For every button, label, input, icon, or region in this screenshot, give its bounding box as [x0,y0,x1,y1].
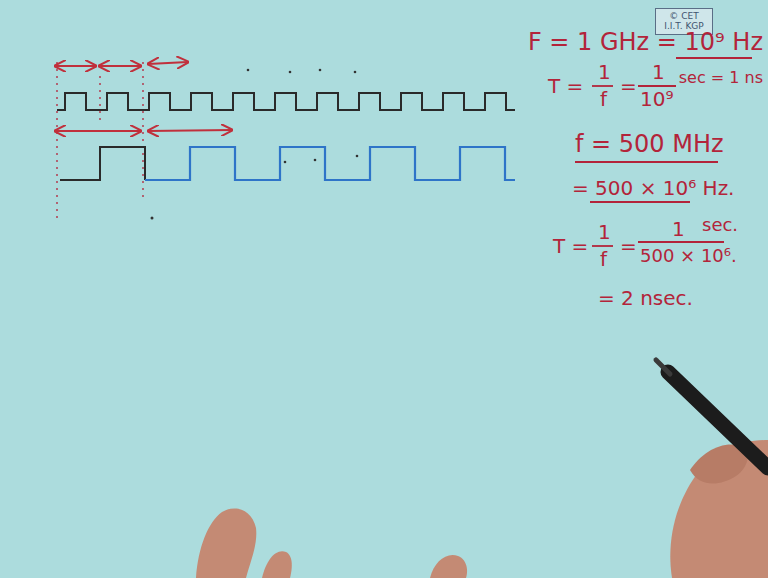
handwritten-equation: 1 [652,62,665,82]
pen [656,360,768,468]
handwritten-equation: 500 × 10⁶. [640,247,737,265]
handwritten-equation: sec = 1 ns [679,70,763,86]
period-arrows [55,62,232,131]
watermark-text: © CET I.I.T. KGP [659,11,709,32]
handwritten-equation: 1 [598,222,611,242]
handwritten-equation: f [600,249,607,269]
guide-lines [57,62,143,222]
clock-wave-500mhz-start [60,147,145,180]
handwritten-equation: T = [548,76,583,96]
handwritten-equation: F = 1 GHz = 10⁹ Hz [528,30,763,54]
clock-wave-1ghz [57,93,515,110]
handwritten-equation: 10⁹ [640,89,673,109]
handwritten-equation: f [600,89,607,109]
handwritten-equation: = [620,76,637,96]
handwritten-equation: = [620,236,637,256]
handwritten-equation: f = 500 MHz [575,132,724,156]
hands [196,440,768,578]
dots [151,69,359,220]
clock-wave-500mhz [145,147,515,180]
handwritten-equation: T = [553,236,588,256]
handwritten-equation: 1 [672,219,685,239]
handwritten-equation: = 500 × 10⁶ Hz. [572,178,734,198]
handwritten-equation: = 2 nsec. [598,288,693,308]
handwritten-equation: 1 [598,62,611,82]
handwritten-equation: sec. [702,216,738,234]
